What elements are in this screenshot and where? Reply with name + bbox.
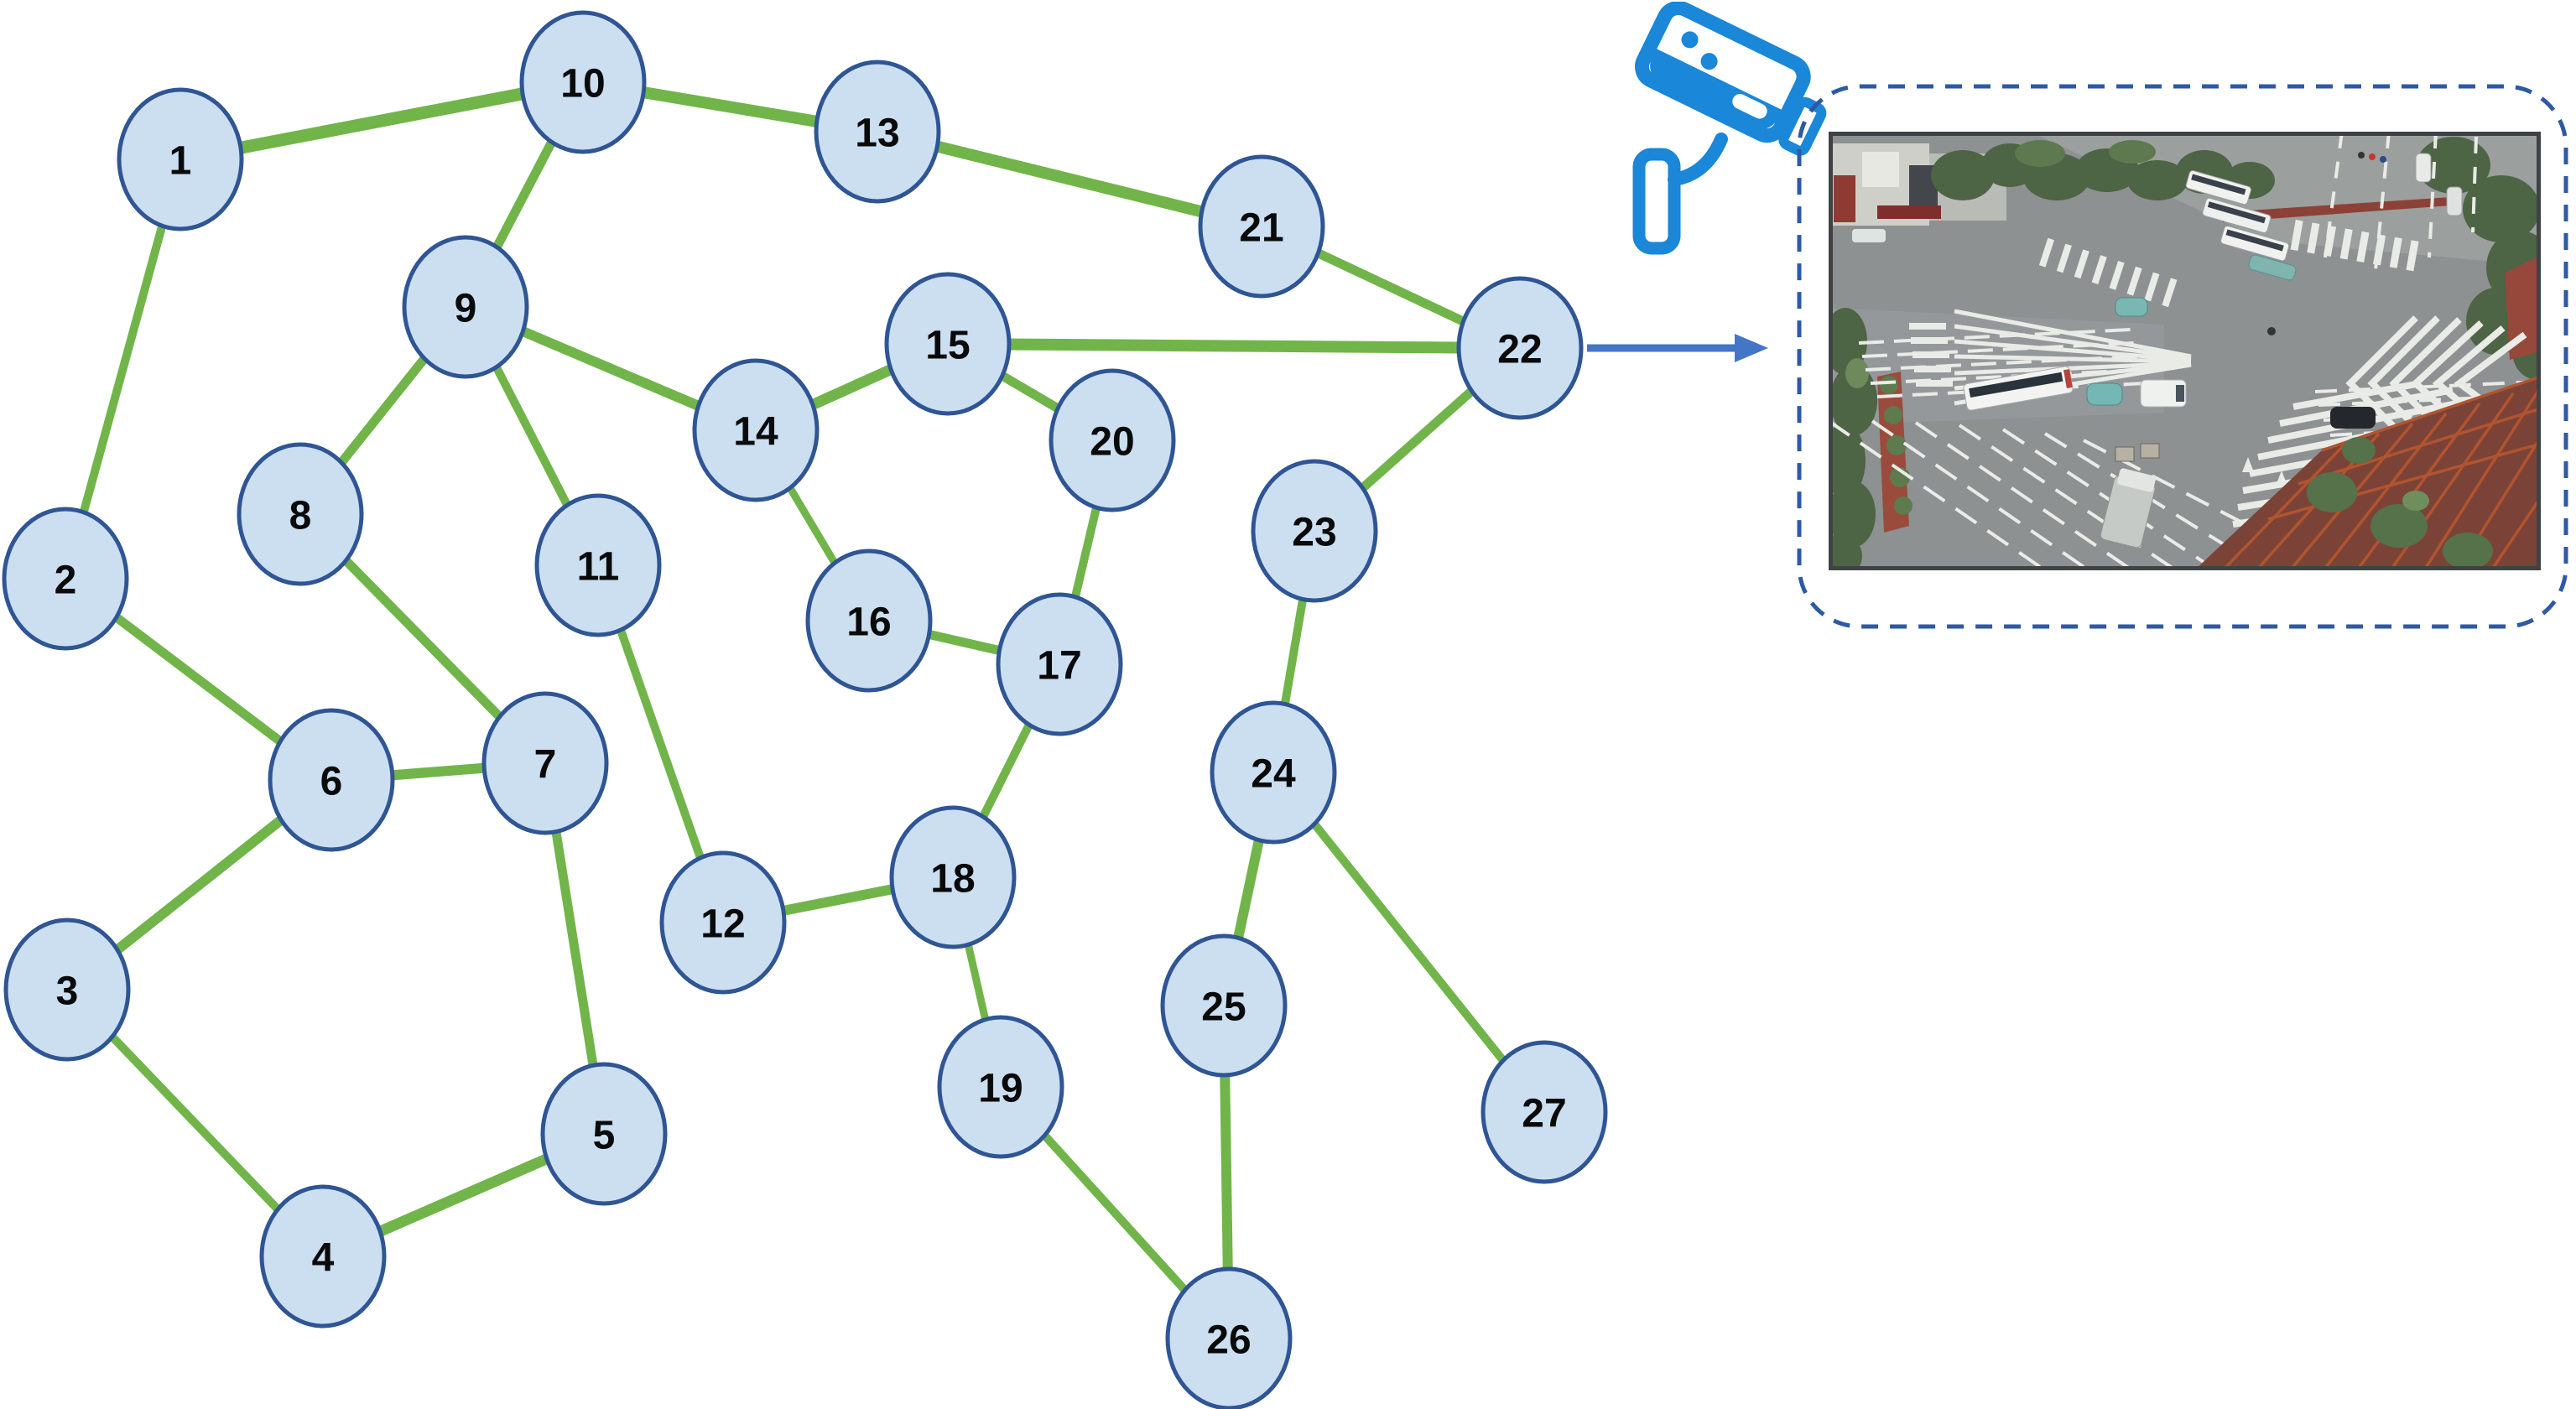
graph-node-label-20: 20 (1090, 419, 1134, 464)
graph-node-label-3: 3 (56, 969, 79, 1013)
graph-node-label-24: 24 (1251, 751, 1296, 796)
graph-node-13 (814, 60, 941, 204)
graph-node-6 (268, 708, 395, 852)
lane-dashes-right-road (2324, 132, 2478, 271)
cctv-camera-icon (1632, 2, 1827, 255)
graph-node-label-22: 22 (1497, 327, 1542, 372)
graph-node-11 (534, 493, 662, 637)
graph-node-label-11: 11 (577, 544, 620, 589)
edge-24-27 (1269, 768, 1548, 1116)
snapshot-dashed-border (1797, 84, 2568, 629)
graph-node-25 (1160, 933, 1288, 1078)
camera-dot-2 (1700, 53, 1718, 70)
graph-node-21 (1198, 154, 1325, 299)
graph-node-18 (889, 805, 1017, 949)
graph-node-19 (937, 1015, 1064, 1159)
graph-node-7 (481, 691, 609, 835)
graph-node-label-9: 9 (455, 286, 477, 330)
graph-node-20 (1049, 368, 1176, 512)
graph-node-14 (692, 358, 820, 502)
graph-node-label-26: 26 (1206, 1318, 1251, 1362)
graph-node-label-27: 27 (1522, 1091, 1566, 1136)
edge-1-2 (61, 155, 185, 583)
pedestrian-2 (2380, 156, 2386, 163)
truck-bottom (2100, 468, 2157, 549)
edge-13-21 (872, 126, 1267, 232)
graph-node-23 (1251, 459, 1378, 603)
graph-node-9 (402, 235, 529, 379)
overpass-fence-bottom-right (2194, 375, 2541, 570)
graph-node-label-17: 17 (1037, 643, 1081, 688)
edge-15-22 (942, 338, 1526, 354)
graph-node-label-23: 23 (1292, 510, 1336, 554)
graph-node-label-2: 2 (55, 558, 77, 602)
pedestrian-3 (2358, 152, 2365, 159)
motorcyclist-1 (2267, 327, 2276, 335)
dark-suv (2330, 407, 2376, 429)
graph-node-label-4: 4 (312, 1235, 335, 1280)
graph-node-label-19: 19 (978, 1066, 1023, 1110)
graph-node-8 (237, 442, 364, 586)
graph-node-label-15: 15 (925, 323, 970, 367)
graph-node-label-5: 5 (593, 1113, 616, 1157)
graph-node-22 (1456, 276, 1584, 420)
intersection-camera-snapshot (1829, 132, 2541, 570)
graph-node-label-8: 8 (289, 493, 312, 538)
white-van (2140, 379, 2187, 408)
graph-node-label-7: 7 (534, 742, 557, 787)
cart-2 (2140, 443, 2160, 459)
camera-dot-1 (1681, 31, 1699, 49)
graph-node-label-6: 6 (320, 759, 343, 803)
photo-frame (1829, 132, 2541, 570)
red-fences (1877, 197, 2541, 533)
graph-node-label-16: 16 (846, 600, 891, 644)
edge-1-10 (174, 75, 590, 166)
graph-node-2 (2, 507, 129, 651)
graph-node-label-21: 21 (1239, 205, 1283, 250)
graph-node-label-13: 13 (855, 111, 899, 155)
bus-left (1963, 366, 2074, 411)
camera-mount-bracket (1632, 148, 1681, 255)
graph-node-4 (259, 1184, 387, 1328)
camera-mount-arm (1668, 133, 1728, 186)
graph-node-15 (884, 272, 1012, 416)
graph-node-label-12: 12 (700, 902, 745, 946)
graph-node-label-10: 10 (560, 61, 605, 106)
graph-node-1 (117, 87, 244, 231)
graph-node-24 (1210, 700, 1337, 845)
graph-node-12 (659, 850, 787, 995)
car-top-right-1 (2415, 153, 2432, 183)
graph-node-5 (540, 1062, 668, 1206)
vehicles (1963, 152, 2537, 549)
crosswalk-top-left (2038, 237, 2178, 308)
graph-node-26 (1165, 1266, 1293, 1409)
graph-node-label-14: 14 (733, 409, 778, 454)
camera-feed-arrow-head (1735, 334, 1768, 362)
snapshot-callout-box (1797, 84, 2568, 629)
graph-node-10 (519, 10, 647, 154)
teal-car-2 (2115, 297, 2148, 317)
graph-node-3 (3, 918, 131, 1062)
graph-node-label-18: 18 (930, 856, 975, 901)
bus-cluster-top (2185, 169, 2297, 281)
camera-vent-slot (1732, 94, 1767, 119)
teal-car-1 (2086, 382, 2123, 406)
car-top-right-2 (2446, 186, 2463, 216)
graph-node-label-25: 25 (1201, 985, 1246, 1029)
graph-node-17 (996, 592, 1123, 736)
cart-1 (2115, 446, 2135, 462)
graph-node-27 (1481, 1040, 1608, 1184)
van-windshield (2176, 385, 2184, 402)
graph-node-16 (805, 549, 933, 693)
graph-node-label-1: 1 (169, 138, 192, 183)
pedestrian-1 (2369, 153, 2376, 160)
